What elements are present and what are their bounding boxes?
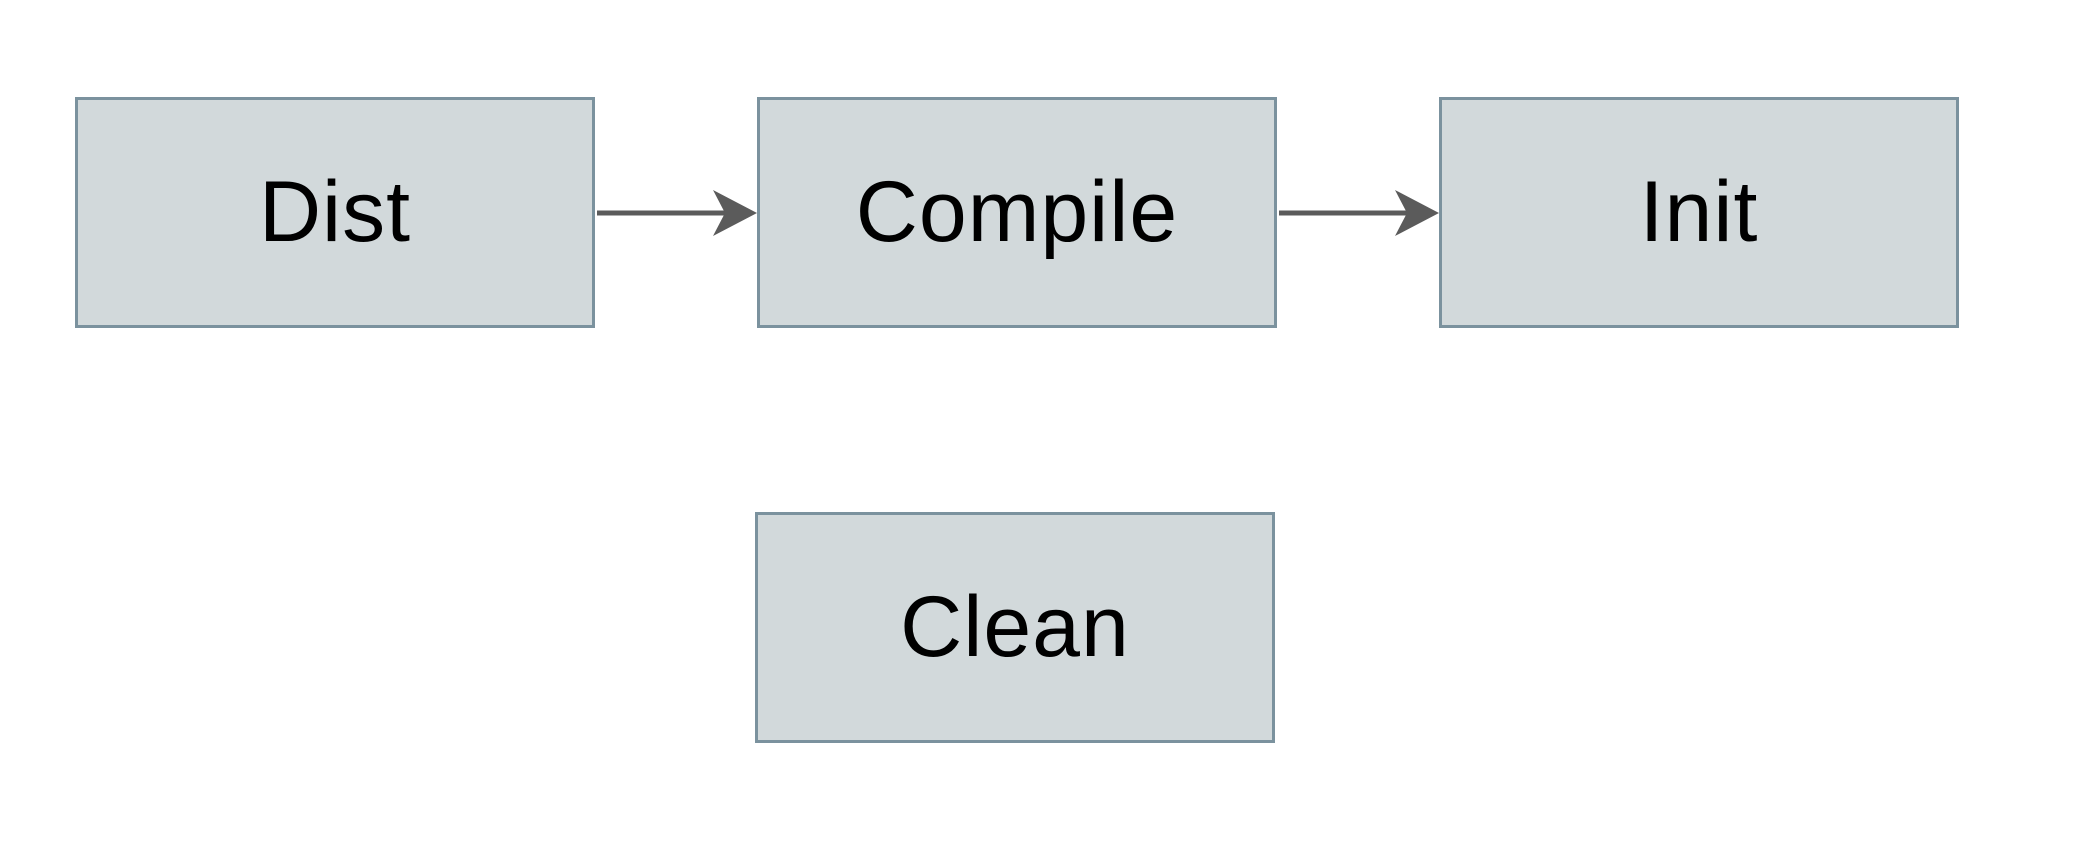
node-dist[interactable]: Dist [75,97,595,328]
edge-dist-to-compile[interactable] [597,190,757,236]
node-clean[interactable]: Clean [755,512,1275,743]
arrow-right-icon [713,190,757,236]
node-dist-label: Dist [258,164,412,260]
node-init[interactable]: Init [1439,97,1959,328]
arrow-right-icon [1395,190,1439,236]
node-compile[interactable]: Compile [757,97,1277,328]
node-clean-label: Clean [900,579,1130,675]
node-compile-label: Compile [855,164,1179,260]
node-init-label: Init [1639,164,1759,260]
edge-compile-to-init[interactable] [1279,190,1439,236]
